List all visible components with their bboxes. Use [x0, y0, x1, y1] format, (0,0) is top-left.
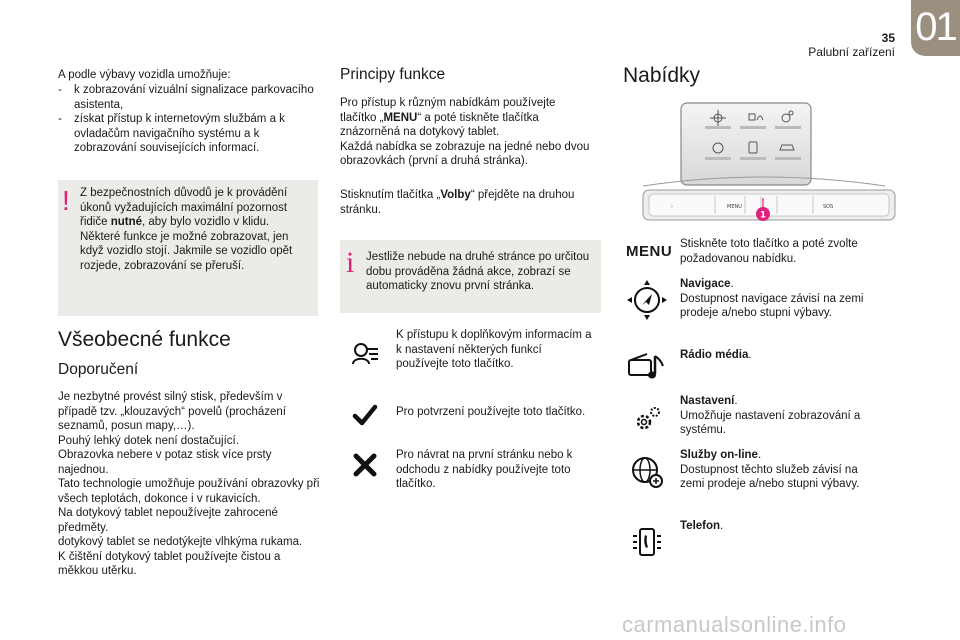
navigation-icon: [625, 278, 669, 322]
subsection-heading: Doporučení: [58, 361, 139, 378]
list-item: k zobrazování vizuální signalizace parko…: [58, 83, 320, 112]
radio-media-description: Rádio média.: [680, 349, 752, 361]
options-text: Stisknutím tlačítka „Volby“ přejděte na …: [340, 189, 575, 216]
online-services-icon: [629, 454, 665, 490]
principles-heading: Principy funkce: [340, 66, 446, 83]
svg-text:SOS: SOS: [823, 204, 833, 210]
phone-description: Telefon.: [680, 520, 724, 532]
online-services-description: Služby on-line.Dostupnost těchto služeb …: [680, 449, 860, 490]
info-text: Jestliže nebude na druhé stránce po urči…: [366, 251, 590, 292]
cross-description: Pro návrat na první stránku nebo k odcho…: [396, 449, 573, 490]
svg-text:MENU: MENU: [727, 204, 742, 210]
svg-text:›: ›: [671, 204, 673, 210]
navigation-description: Navigace.Dostupnost navigace závisí na z…: [680, 278, 864, 319]
intro-text: A podle výbavy vozidla umožňuje:: [58, 69, 231, 81]
warning-box: [58, 180, 318, 316]
menus-heading: Nabídky: [623, 64, 701, 87]
dashboard-panel-illustration: › MENU SOS 1: [623, 98, 903, 230]
menu-description: Stiskněte toto tlačítko a poté zvolte po…: [680, 238, 858, 265]
menu-button-icon: MENU: [626, 243, 673, 260]
warning-text: Z bezpečnostních důvodů je k provádění ú…: [80, 187, 293, 272]
chapter-tab: [911, 0, 960, 56]
check-description: Pro potvrzení používejte toto tlačítko.: [396, 406, 586, 418]
settings-description: Nastavení.Umožňuje nastavení zobrazování…: [680, 395, 861, 436]
chapter-number: 01: [915, 5, 958, 49]
panel-callout-number: 1: [760, 211, 766, 221]
check-icon: [352, 403, 378, 427]
settings-icon: [632, 404, 662, 434]
phone-icon: [631, 526, 663, 558]
warning-icon: !: [62, 185, 70, 216]
recommendations-text: Je nezbytné provést silný stisk, předevš…: [58, 391, 320, 577]
options-description: K přístupu k doplňkovým informacím a k n…: [396, 329, 592, 370]
cross-icon: [352, 452, 378, 478]
radio-media-icon: [627, 352, 667, 382]
principles-text: Pro přístup k různým nabídkám používejte…: [340, 97, 590, 167]
info-icon: i: [346, 246, 355, 279]
page-number: 35: [881, 31, 895, 45]
feature-list: k zobrazování vizuální signalizace parko…: [58, 83, 320, 156]
section-title: Palubní zařízení: [808, 45, 895, 59]
options-icon: [350, 338, 380, 368]
watermark: carmanualsonline.info: [622, 612, 847, 637]
info-box: [340, 240, 601, 313]
section-heading: Všeobecné funkce: [58, 328, 231, 351]
list-item: získat přístup k internetovým službám a …: [58, 112, 320, 156]
